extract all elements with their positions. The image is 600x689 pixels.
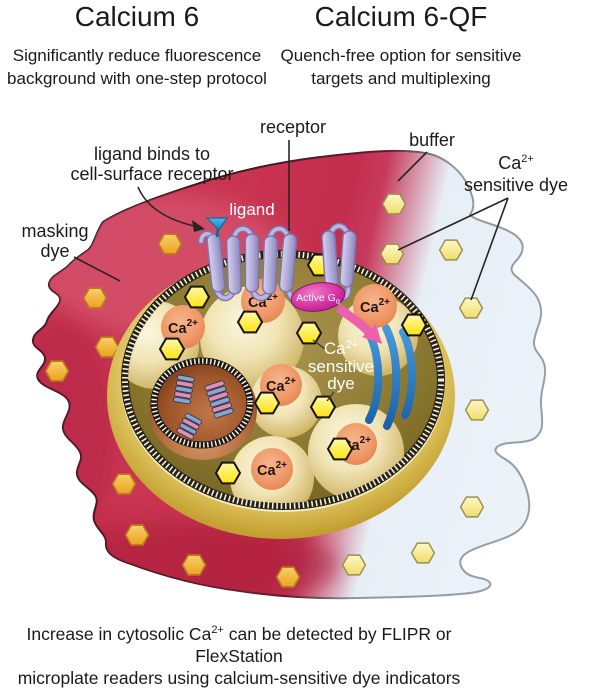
svg-text:dye: dye [327, 374, 354, 393]
svg-text:Ca2+: Ca2+ [324, 339, 358, 358]
svg-text:dye: dye [40, 241, 69, 261]
ca-sensitive-dye-hexagon [254, 391, 280, 415]
svg-text:Ca2+: Ca2+ [257, 460, 287, 479]
masking-dye-hexagon [181, 554, 207, 576]
cell: Ca2+ Ca2+ Ca2+ Ca2+ Ca2+ Ca2+ [107, 250, 455, 539]
ca-sensitive-dye-hexagon [458, 297, 484, 319]
ca-sensitive-dye-hexagon [379, 243, 405, 265]
ca-ion-circle: Ca2+ [251, 448, 293, 490]
dye-pointer-1 [397, 197, 509, 251]
ca-sensitive-dye-label-right: Ca2+ sensitive dye [397, 153, 568, 301]
subtitle-calcium6qf: Quench-free option for sensitive targets… [280, 44, 522, 90]
buffer-pointer [397, 151, 428, 182]
svg-text:sensitive dye: sensitive dye [464, 175, 568, 195]
svg-text:Ca2+: Ca2+ [168, 318, 198, 337]
masking-dye-hexagon [111, 473, 137, 495]
ca-ion-circle: Ca2+ [353, 284, 397, 328]
svg-text:sensitive: sensitive [308, 357, 374, 376]
ca-sensitive-dye-hexagon [215, 461, 241, 485]
ca-sensitive-dye-hexagon [459, 496, 485, 518]
ca-sensitive-dye-hexagon [401, 313, 427, 337]
ca-sensitive-dye-hexagon [237, 310, 263, 334]
nucleus [149, 357, 257, 460]
masking-dye-hexagon [82, 287, 108, 309]
cell-membrane-beads [122, 251, 444, 509]
ligand-binds-arrow [137, 186, 195, 227]
active-gq-label: Active Gq [296, 292, 340, 306]
svg-text:Ca2+: Ca2+ [360, 297, 390, 316]
caption-line1: Increase in cytosolic Ca2+ can be detect… [26, 623, 452, 666]
ca-sensitive-dye-hexagon [381, 193, 407, 215]
subtitle-calcium6qf-line1: Quench-free option for sensitive [280, 46, 522, 65]
active-gq: Active Gq [290, 282, 346, 312]
svg-text:masking: masking [21, 221, 88, 241]
ca-sensitive-dye-hexagon [184, 285, 210, 309]
ca-sensitive-dye-hexagon [310, 395, 336, 419]
masking-dye-hexagon [124, 524, 150, 546]
title-calcium6qf: Calcium 6-QF [314, 1, 488, 32]
ca-sensitive-dye-hexagon [464, 399, 490, 421]
subtitle-calcium6qf-line2: targets and multiplexing [311, 69, 491, 88]
svg-text:Ca2+: Ca2+ [498, 153, 534, 173]
svg-text:cell-surface receptor: cell-surface receptor [70, 164, 233, 184]
masking-dye-hexagon [157, 233, 183, 255]
receptor-complex: Active Gq [197, 217, 382, 344]
masking-dye-hexagon [44, 360, 70, 382]
ca-sensitive-dye-hexagon [341, 554, 367, 576]
header-right: Calcium 6-QF Quench-free option for sens… [280, 2, 522, 90]
svg-text:Ca2+: Ca2+ [266, 376, 296, 395]
receptor-helices [206, 230, 357, 295]
ligand-triangle [205, 217, 229, 238]
dna-helix [204, 380, 234, 419]
signal-arrow [335, 304, 382, 344]
subtitle-calcium6-line2: background with one-step protocol [7, 69, 267, 88]
title-calcium6: Calcium 6 [74, 1, 200, 32]
ca-sensitive-dye-hexagon [296, 321, 322, 345]
ca-sensitive-dye-hexagon [410, 542, 436, 564]
masking-dye-label: masking dye [21, 221, 121, 282]
dna-helix [173, 374, 195, 405]
receptor-label: receptor [260, 117, 326, 137]
buffer-label: buffer [409, 130, 455, 150]
dye-pointer-2 [470, 197, 509, 301]
header-left: Calcium 6 Significantly reduce fluoresce… [0, 2, 274, 90]
cell-diagram: Ca2+ Ca2+ Ca2+ Ca2+ Ca2+ Ca2+ [21, 117, 568, 600]
ca-sensitive-dye-hexagon [159, 337, 185, 361]
ligand-binds-arrowhead [192, 220, 205, 232]
ca-sensitive-dye-label-cell: Ca2+ sensitive dye [308, 339, 374, 402]
footer-caption: Increase in cytosolic Ca2+ can be detect… [0, 619, 478, 689]
ligand-label: ligand [229, 200, 274, 219]
dna-helix [176, 412, 202, 440]
annotations: receptor buffer ligand binds to cell-sur… [21, 117, 568, 301]
masking-dye-pointer [73, 256, 121, 282]
ligand-binds-label: ligand binds to cell-surface receptor [70, 144, 234, 232]
subtitle-calcium6: Significantly reduce fluorescence backgr… [0, 44, 274, 90]
subtitle-calcium6-line1: Significantly reduce fluorescence [12, 46, 262, 65]
ca-sensitive-dye-hexagon [438, 239, 464, 261]
nuclear-envelope-beads [151, 358, 253, 448]
masking-dye-hexagon [275, 566, 301, 588]
ca-sensitive-dye-hexagon [327, 437, 353, 461]
svg-text:ligand binds to: ligand binds to [94, 144, 210, 164]
